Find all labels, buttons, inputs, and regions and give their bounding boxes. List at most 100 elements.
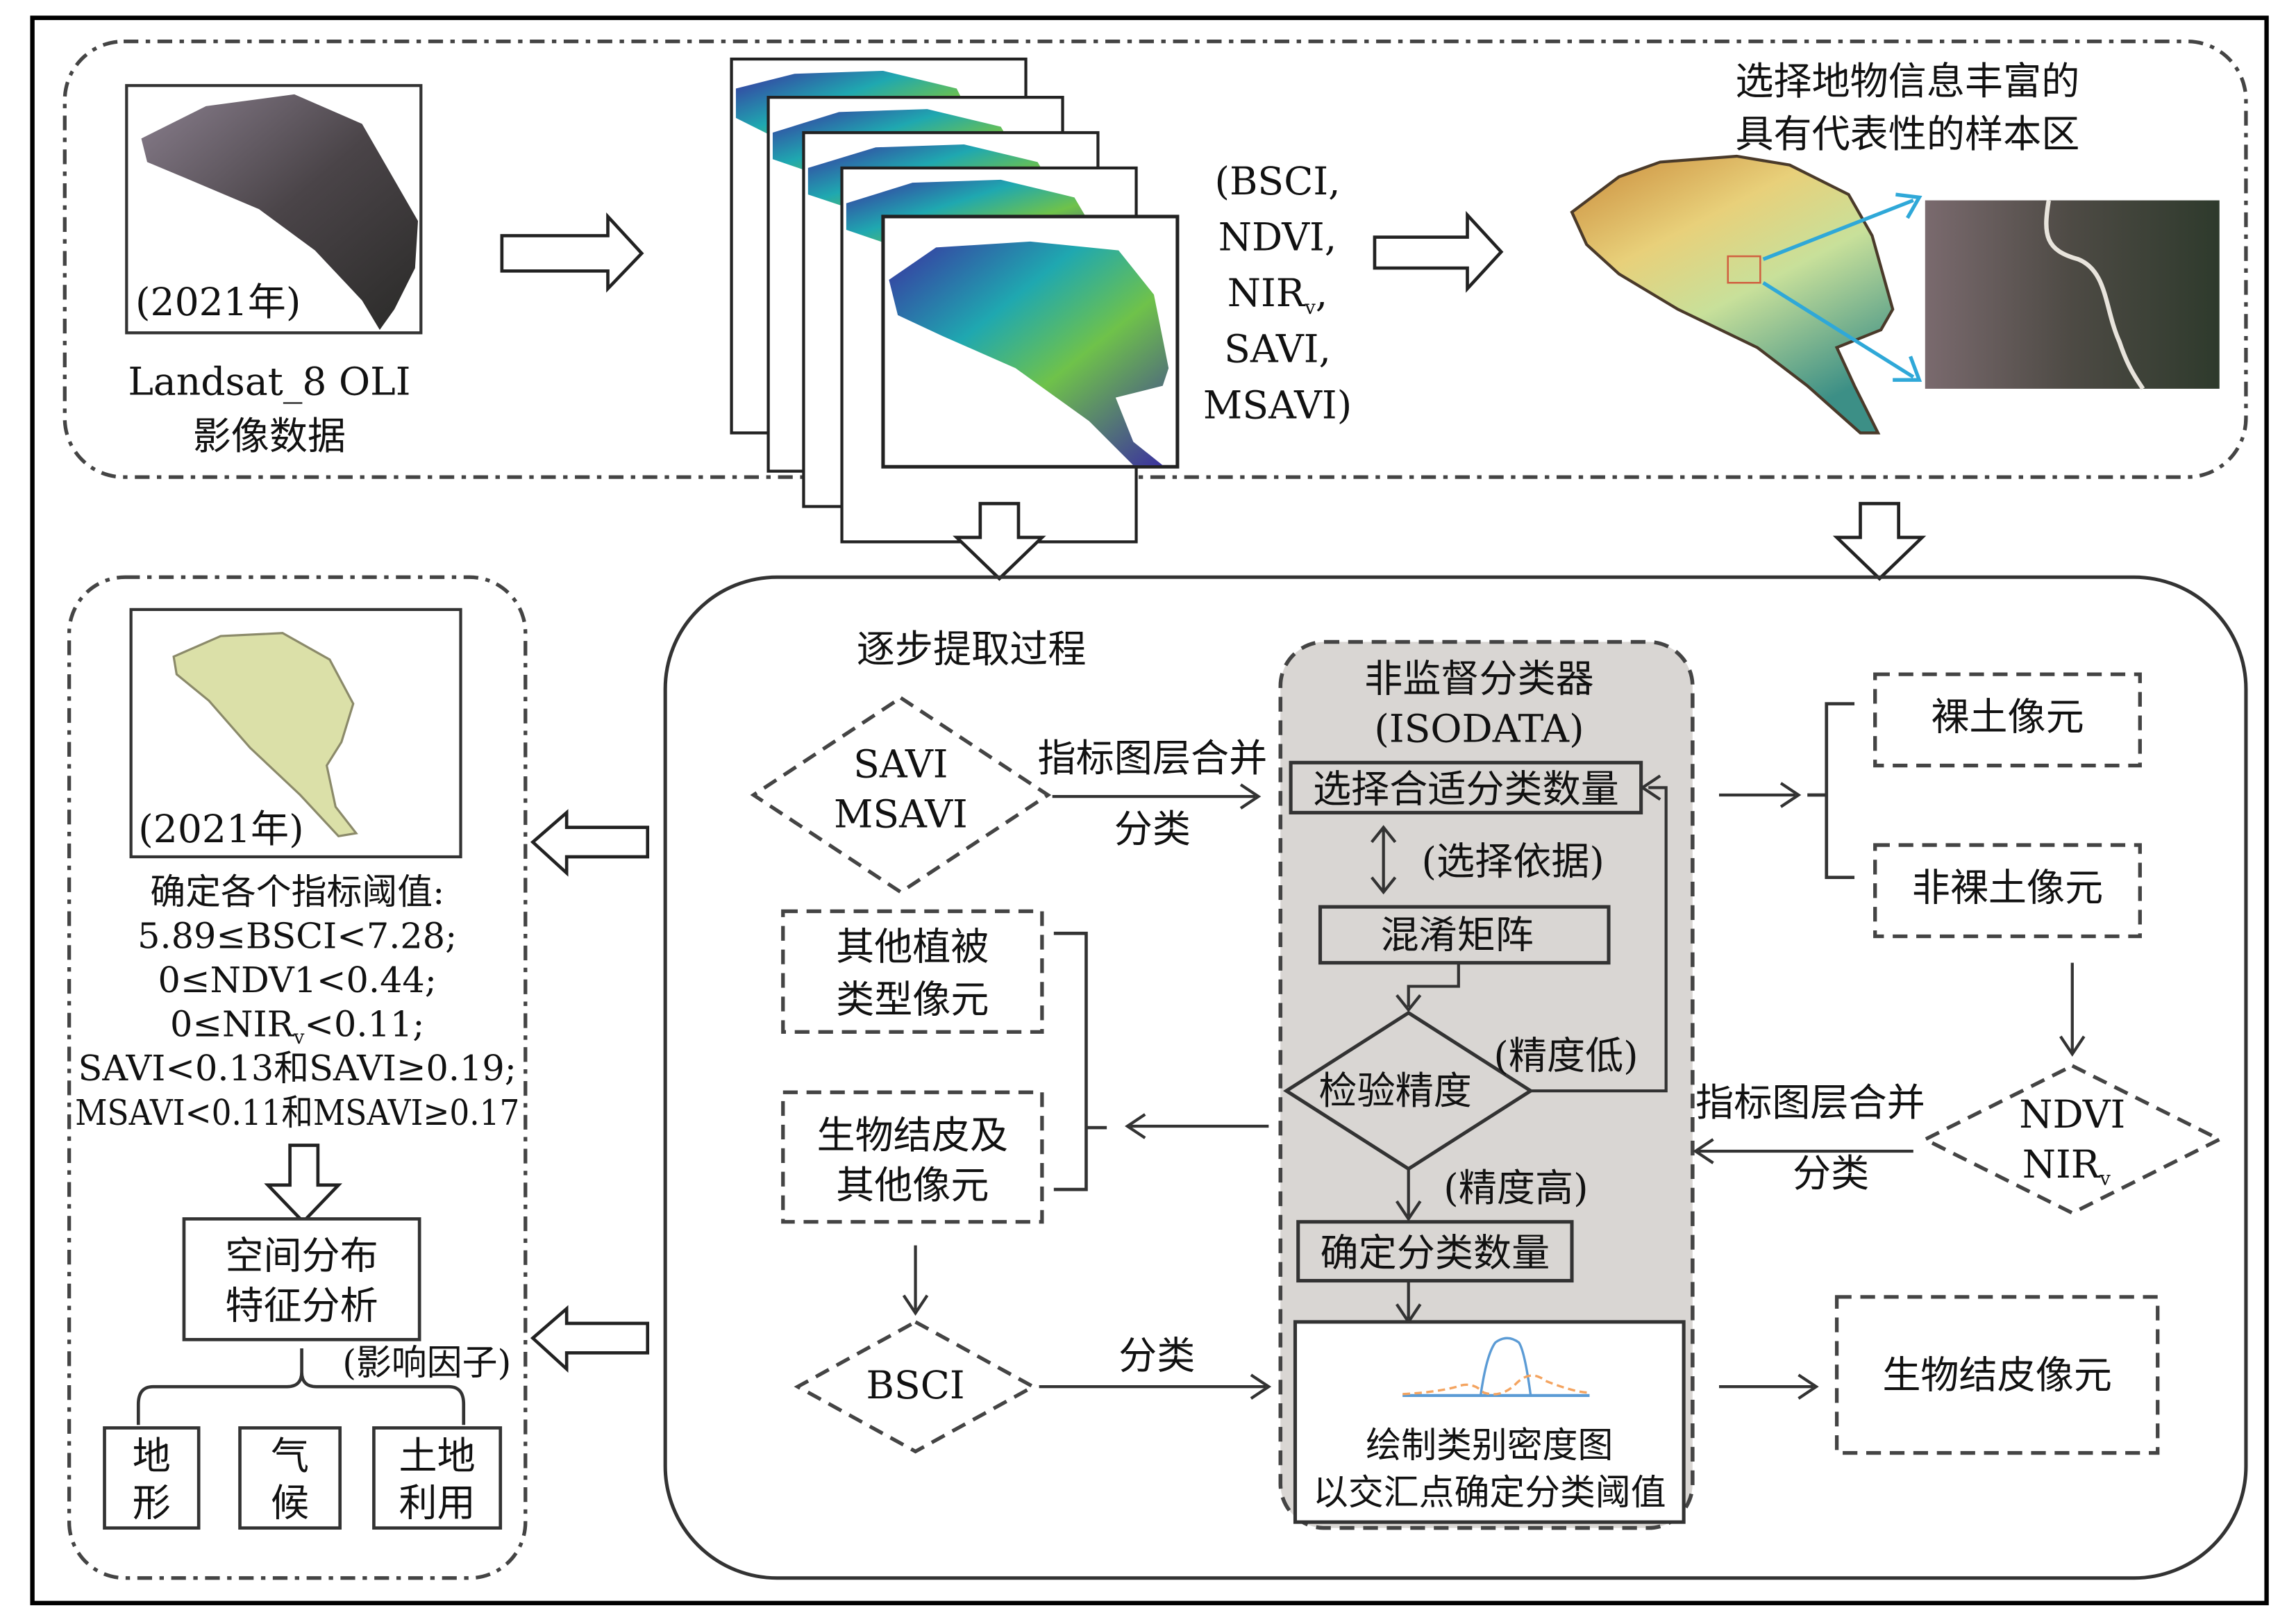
right-merge-label-bottom: 分类 [1793,1151,1869,1196]
high-accuracy-label: (精度高) [1443,1166,1588,1210]
landsat-year-label: (2021年) [135,280,301,324]
basis-label: (选择依据) [1422,839,1604,883]
crust-other-line1: 生物结皮及 [817,1113,1009,1157]
threshold-nirv: 0≤NIRv<0.11; [170,1004,424,1049]
sample-area-photo [1925,200,2220,389]
right-arrow-icon [1373,210,1504,293]
ndvi-label: NDVI [2019,1092,2125,1137]
arrowhead-icon [1395,1200,1422,1222]
factor-box-landuse [372,1426,503,1530]
arrowhead-icon [1371,876,1397,895]
merge-label-bottom: 分类 [1114,807,1191,851]
arrowhead-icon [1125,1113,1146,1139]
factor-terrain-line2: 形 [133,1481,171,1525]
merge-label-top: 指标图层合并 [1038,736,1268,780]
index-layer [881,215,1180,469]
factor-box-climate [238,1426,342,1530]
left-panel-border [67,575,528,1580]
classifier-subtitle: (ISODATA) [1374,707,1584,751]
left-arrow-icon [530,809,650,877]
index-label-msavi: MSAVI) [1203,383,1352,427]
density-curve-class-a [1402,1337,1590,1397]
threshold-ndvi: 0≤NDV1<0.44; [158,960,436,1001]
arrowhead-icon [1798,1373,1819,1400]
non-bare-soil-label: 非裸土像元 [1912,866,2104,910]
influence-factors-label: (影响因子) [342,1342,511,1383]
density-curve-class-b [1402,1374,1590,1396]
arrowhead-icon [1693,1138,1714,1164]
savi-label: SAVI [853,742,948,787]
check-accuracy-label: 检验精度 [1318,1069,1471,1113]
result-year-label: (2021年) [138,807,303,851]
sample-region-marker [1727,255,1761,284]
process-panel: 逐步提取过程 SAVI MSAVI 指标图层合并 分类 其他植被 类型像元 生物… [663,575,2248,1580]
low-accuracy-loop [1530,786,1668,1093]
arrowhead-icon [1239,783,1262,810]
right-merge-label-top: 指标图层合并 [1695,1080,1925,1125]
index-label-bsci: (BSCI, [1214,159,1340,203]
factor-climate-line2: 候 [271,1481,309,1525]
down-arrow-icon [264,1144,343,1225]
landsat-watershed-shape [141,94,419,330]
outer-frame [30,15,2269,1605]
down-arrow-icon [1832,501,1927,581]
classifier-title: 非监督分类器 [1364,657,1594,701]
sample-area-title-line2: 具有代表性的样本区 [1735,112,2079,156]
arrowhead-icon [1250,1373,1272,1400]
crust-other-line2: 其他像元 [836,1163,989,1207]
index-label-ndvi: NDVI, [1218,215,1337,260]
arrowhead-icon [902,1294,929,1316]
factors-brace [136,1348,466,1425]
down-arrow-icon [953,501,1046,581]
landsat-caption-line2: 影像数据 [193,414,346,458]
crust-pixel-label: 生物结皮像元 [1882,1353,2112,1397]
factor-climate-line1: 气 [271,1434,309,1478]
crust-pixel-box [1834,1295,2160,1455]
index-watershed-shape [889,241,1169,466]
arrowhead-icon [1371,825,1397,844]
matrix-to-check-line [1407,962,1460,1007]
density-caption-line1: 绘制类别密度图 [1366,1425,1613,1466]
sample-photo-road [2044,200,2145,390]
threshold-bsci: 5.89≤BSCI<7.28; [137,915,457,956]
bsci-arrow-label: 分类 [1118,1334,1195,1378]
bsci-label: BSCI [866,1363,964,1407]
landsat-image: (2021年) [125,84,423,335]
confusion-matrix-box [1318,905,1611,965]
threshold-savi: SAVI<0.13和SAVI≥0.19; [78,1048,517,1089]
top-panel-border [62,39,2248,479]
unsupervised-classifier: 非监督分类器 (ISODATA) 选择合适分类数量 (选择依据) 混淆矩阵 检验… [1278,639,1695,1530]
density-plot [1402,1337,1590,1398]
factor-landuse-line2: 利用 [399,1481,475,1525]
index-label-nirv: NIRv, [1227,271,1328,319]
index-label-savi: SAVI, [1224,327,1331,371]
determine-count-label: 确定分类数量 [1321,1230,1550,1275]
output-bracket [1053,931,1107,1191]
top-panel: (2021年) Landsat_8 OLI 影像数据 (BSCI, NDVI, … [62,39,2248,544]
arrowhead-icon [1396,994,1422,1012]
factor-box-terrain [103,1426,201,1530]
threshold-msavi: MSAVI<0.11和MSAVI≥0.17 [75,1092,519,1133]
left-arrow-icon [530,1305,650,1373]
index-list: (BSCI, NDVI, NIRv, SAVI, MSAVI) [1203,159,1352,427]
other-vegetation-line2: 类型像元 [836,978,989,1022]
ndvi-nirv-diamond [1920,1064,2224,1215]
sample-area-title-line1: 选择地物信息丰富的 [1735,59,2079,103]
process-title: 逐步提取过程 [857,627,1087,671]
right-arrow-icon [500,212,644,293]
result-watershed-shape [172,632,358,838]
other-vegetation-line1: 其他植被 [836,924,989,969]
spatial-analysis-box [182,1217,421,1341]
dem-watershed-map [1570,154,1895,435]
bare-soil-label: 裸土像元 [1931,695,2084,739]
arrowhead-icon [1639,774,1661,801]
msavi-label: MSAVI [834,792,968,837]
other-vegetation-box [781,909,1044,1034]
low-accuracy-label: (精度低) [1493,1033,1638,1078]
confusion-matrix-label: 混淆矩阵 [1380,912,1533,957]
nirv-label: NIRv [2022,1142,2111,1190]
factor-landuse-line1: 土地 [399,1434,475,1478]
non-bare-soil-box [1873,843,2142,939]
spatial-analysis-line2: 特征分析 [225,1284,378,1328]
